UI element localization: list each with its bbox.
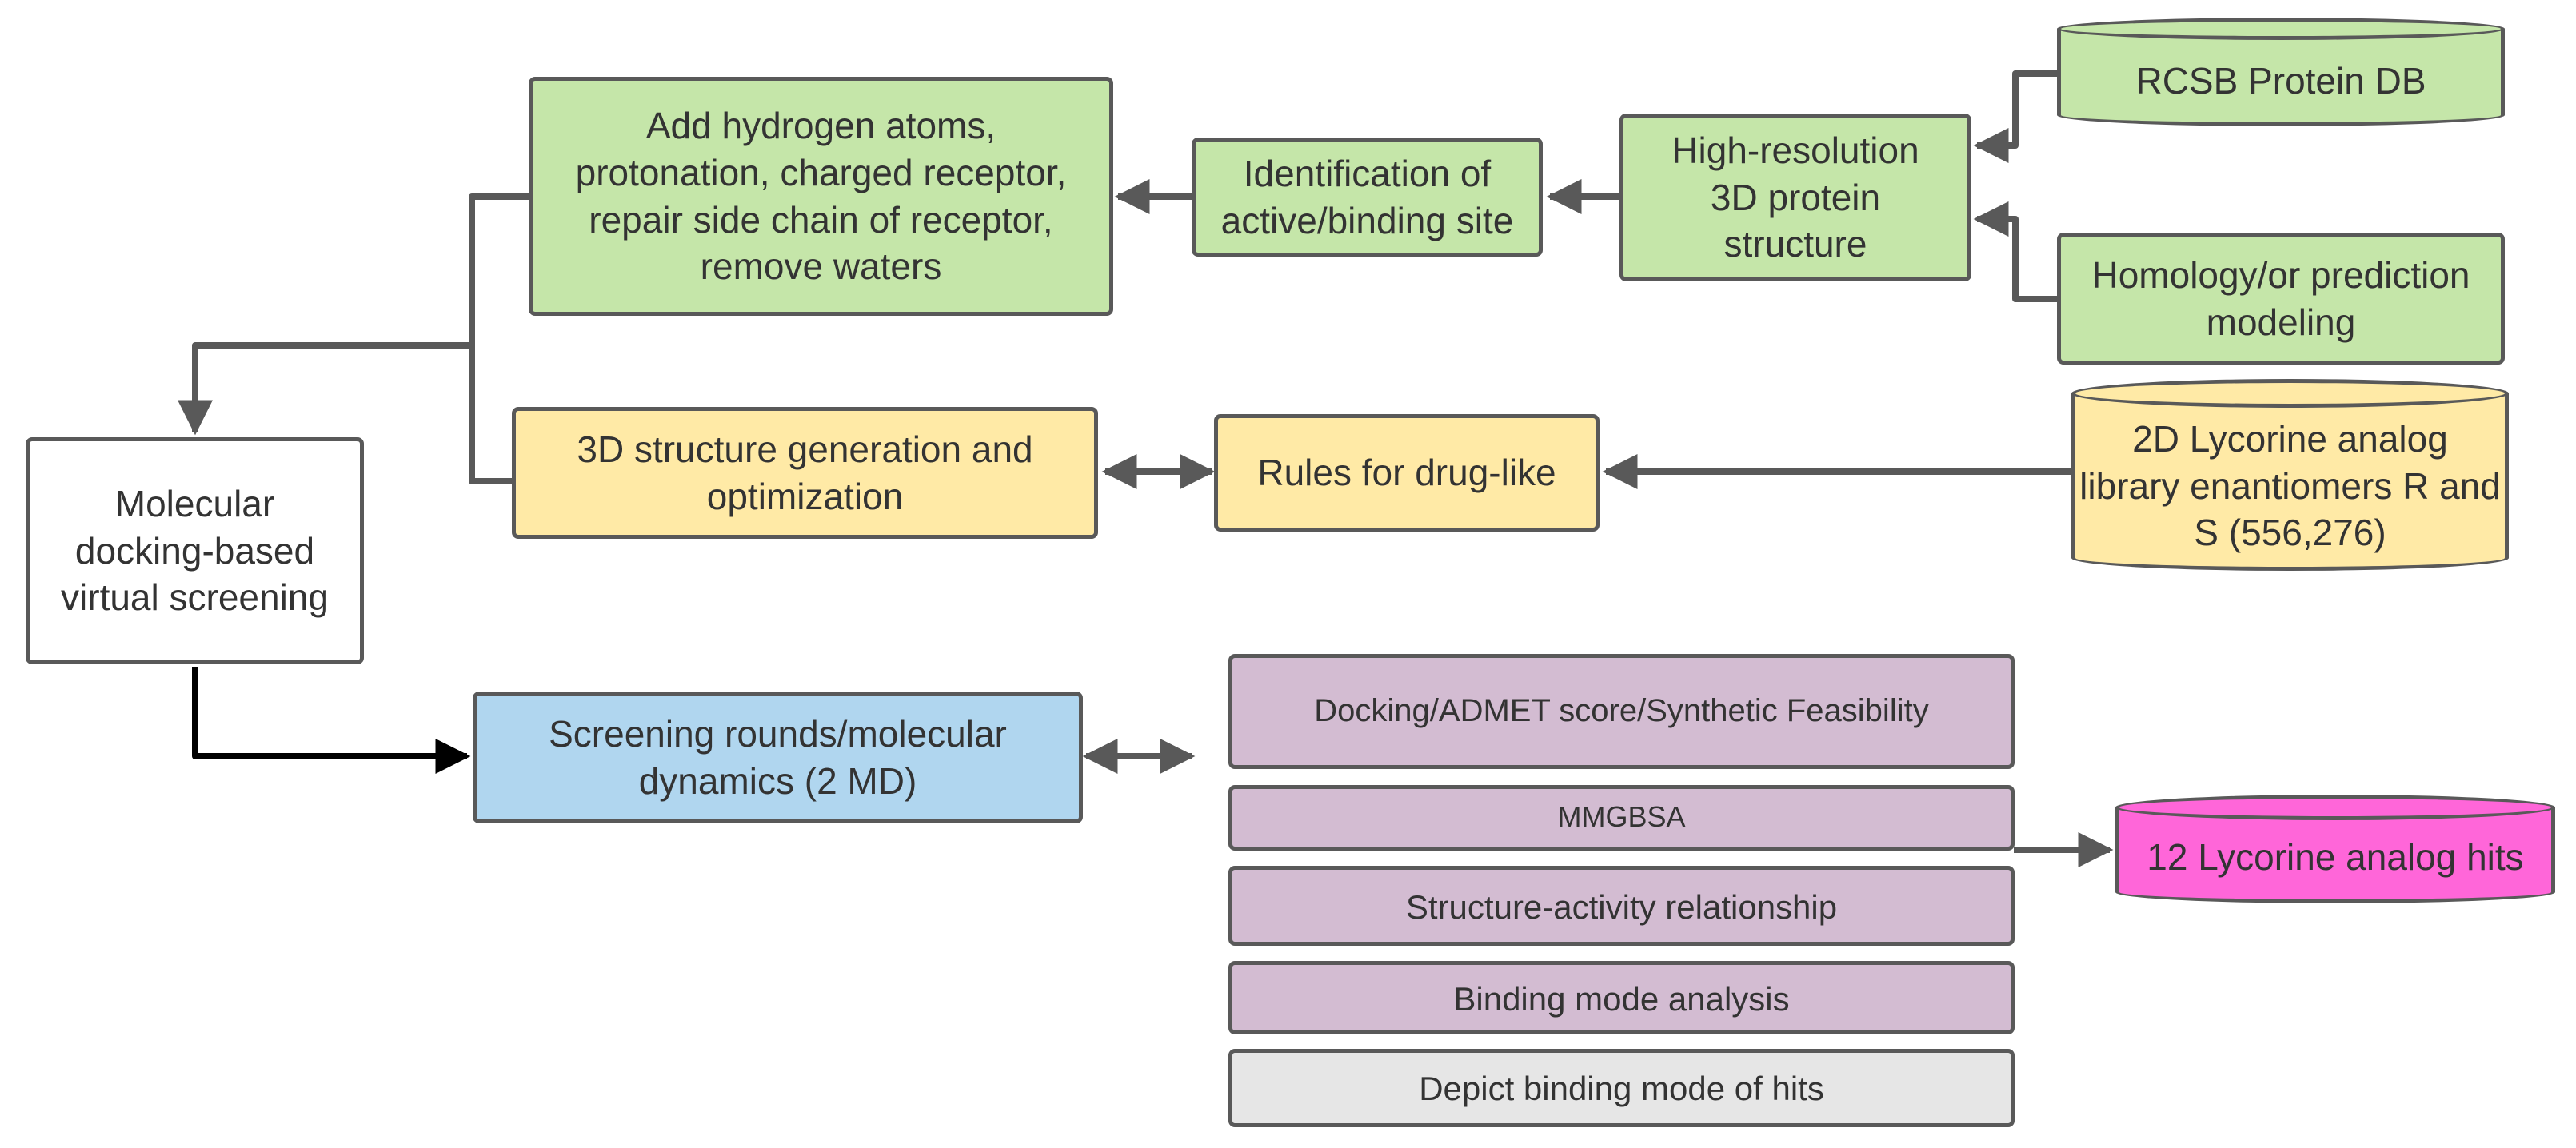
sar-box: Structure-activity relationship xyxy=(1228,866,2015,946)
hits-text: 12 Lycorine analog hits xyxy=(2147,835,2524,878)
screening-rounds-box: Screening rounds/molecular dynamics (2 M… xyxy=(473,692,1083,823)
lycorine-library-text: 2D Lycorine analog library enantiomers R… xyxy=(2079,417,2501,554)
virtual-screening-text: Molecular docking-based virtual screenin… xyxy=(61,482,329,619)
screening-rounds-text: Screening rounds/molecular dynamics (2 M… xyxy=(549,712,1007,802)
receptor-preparation-box: Add hydrogen atoms, protonation, charged… xyxy=(529,77,1113,316)
arrow-bracket-to-docking xyxy=(178,342,472,436)
docking-admet-text: Docking/ADMET score/Synthetic Feasibilit… xyxy=(1314,693,1929,729)
drug-like-rules-text: Rules for drug-like xyxy=(1257,452,1556,494)
structure-generation-box: 3D structure generation and optimization xyxy=(512,407,1098,539)
mmgbsa-box: MMGBSA xyxy=(1228,785,2015,851)
depict-binding-mode-box: Depict binding mode of hits xyxy=(1228,1049,2015,1127)
drug-like-rules-box: Rules for drug-like xyxy=(1214,414,1600,532)
structure-generation-text: 3D structure generation and optimization xyxy=(577,428,1033,517)
binding-mode-analysis-box: Binding mode analysis xyxy=(1228,961,2015,1034)
rcsb-database-text: RCSB Protein DB xyxy=(2135,59,2426,102)
binding-mode-analysis-text: Binding mode analysis xyxy=(1453,980,1790,1018)
homology-modeling-box: Homology/or prediction modeling xyxy=(2057,233,2505,365)
arrow-homology-to-structure xyxy=(1973,201,2057,302)
virtual-screening-box: Molecular docking-based virtual screenin… xyxy=(26,437,364,664)
protein-structure-box: High-resolution 3D protein structure xyxy=(1619,114,1971,281)
bracket-to-docking xyxy=(469,193,529,484)
arrow-docking-to-screening xyxy=(192,667,471,774)
protein-structure-text: High-resolution 3D protein structure xyxy=(1671,129,1919,265)
depict-binding-mode-text: Depict binding mode of hits xyxy=(1419,1070,1824,1107)
docking-admet-box: Docking/ADMET score/Synthetic Feasibilit… xyxy=(1228,654,2015,769)
mmgbsa-text: MMGBSA xyxy=(1557,800,1686,833)
sar-text: Structure-activity relationship xyxy=(1405,888,1838,926)
receptor-preparation-text: Add hydrogen atoms, protonation, charged… xyxy=(575,104,1067,288)
arrow-rcsb-to-structure xyxy=(1973,70,2057,163)
binding-site-box: Identification of active/binding site xyxy=(1192,138,1543,257)
binding-site-text: Identification of active/binding site xyxy=(1220,152,1514,241)
homology-modeling-text: Homology/or prediction modeling xyxy=(2091,253,2470,343)
